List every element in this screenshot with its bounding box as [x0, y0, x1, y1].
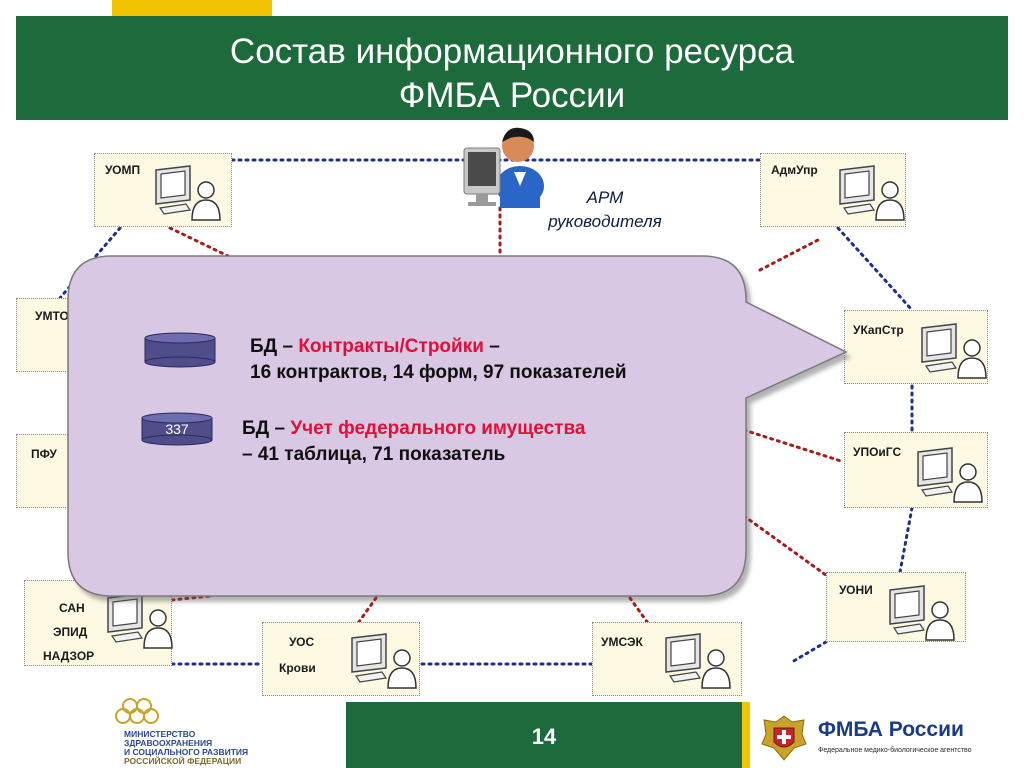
footer-accent: [742, 702, 750, 768]
manager-workstation-icon: [463, 127, 544, 208]
node-label: УКапСтр: [853, 323, 904, 337]
fmba-subtitle: Федеральное медико-биологическое агентст…: [818, 747, 972, 754]
link-admupr-ukapstr: [836, 226, 914, 312]
node-label: УОНИ: [839, 583, 873, 597]
node-label: ПФУ: [31, 447, 57, 461]
node-label: УОМП: [105, 163, 141, 177]
node-label: Крови: [279, 661, 316, 675]
ministry-name: МИНИСТЕРСТВО ЗДРАВООХРАНЕНИЯ И СОЦИАЛЬНО…: [124, 729, 249, 766]
fmba-crest-icon: [761, 715, 807, 761]
node-label: ЭПИД: [53, 625, 88, 639]
manager-workstation-label: АРМ руководителя: [548, 188, 662, 231]
node-label: УПОиГС: [853, 445, 902, 459]
database-badge: 337: [141, 412, 213, 446]
node-label: АдмУпр: [771, 163, 818, 177]
link-upoigs-center: [742, 428, 846, 464]
node-label: УОС: [289, 635, 315, 649]
link-uos-center: [354, 596, 378, 628]
link-umsek-center: [628, 596, 652, 628]
link-san-center: [170, 594, 212, 602]
page-number: 14: [531, 724, 557, 749]
top-accent-bar: [112, 0, 272, 16]
database-icon: [141, 412, 213, 446]
page-title: Состав информационного ресурса ФМБА Росс…: [229, 32, 795, 115]
footer-bar: [346, 702, 742, 768]
fmba-name: ФМБА России: [818, 718, 964, 741]
link-uoni-umsek: [790, 640, 828, 664]
db1-description: БД – Контракты/Стройки – 16 контрактов, …: [250, 336, 627, 383]
database-number: 337: [165, 421, 189, 437]
ministry-logo-icon: [115, 698, 159, 724]
title-bar: Состав информационного ресурса ФМБА Росс…: [16, 16, 1008, 120]
node-label: САН: [59, 601, 85, 615]
database-icon: [144, 332, 216, 368]
db2-description: БД – Учет федерального имущества – 41 та…: [242, 418, 586, 465]
node-label: УМСЭК: [601, 635, 643, 649]
node-label: НАДЗОР: [43, 649, 95, 663]
node-label: УМТО: [35, 309, 69, 323]
